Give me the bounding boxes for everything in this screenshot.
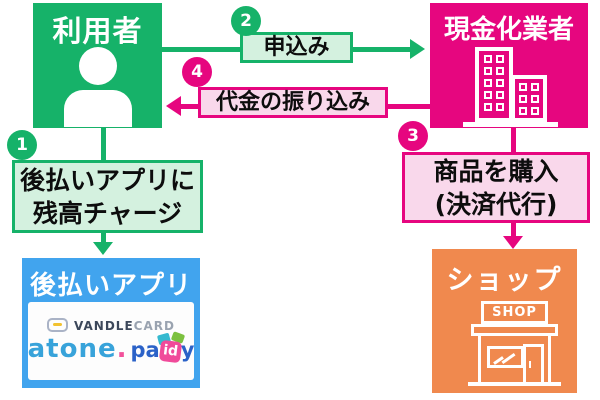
shop-window — [487, 346, 524, 368]
arrow-user-to-app-line — [101, 233, 106, 243]
arrow-user-to-cash-line — [353, 47, 411, 52]
paidy-logo: pa id y — [130, 331, 194, 364]
shop-node: ショップ SHOP — [432, 249, 577, 393]
step-label-line: 後払いアプリに — [19, 165, 195, 195]
person-head-shape — [78, 47, 117, 85]
atone-paidy-logos: atone. pa id y — [27, 331, 194, 364]
payment-logos-card: VANDLECARD atone. pa id y — [28, 302, 194, 380]
arrow-cash-to-shop-line — [511, 128, 516, 152]
vandle-card-dash — [53, 323, 63, 326]
step-4-badge: 4 — [182, 57, 212, 87]
step-3-label: 商品を購入 (決済代行) — [402, 152, 590, 223]
arrow-user-to-app-line — [101, 128, 106, 160]
arrow-cash-to-shop-line — [511, 223, 516, 237]
step-2-badge: 2 — [231, 6, 261, 36]
shop-base — [468, 382, 561, 386]
arrow-user-to-cash-line — [162, 47, 240, 52]
building-right — [511, 75, 547, 122]
building-base — [463, 122, 558, 127]
user-node-title: 利用者 — [52, 14, 143, 48]
step-label-line: 代金の振り込み — [215, 90, 370, 115]
arrow-cash-to-user-head — [166, 96, 181, 116]
vandle-card-wordmark: VANDLECARD — [74, 319, 175, 333]
arrow-user-to-app-head — [93, 242, 113, 255]
step-label-line: 残高チャージ — [32, 198, 183, 228]
window-glare — [501, 352, 516, 365]
paidy-tile-group: id — [156, 331, 185, 364]
atone-logo-dot: . — [116, 334, 127, 364]
door-handle — [529, 361, 531, 368]
cash-service-node: 現金化業者 — [430, 3, 588, 128]
shop-sign: SHOP — [481, 301, 548, 324]
shop-node-title: ショップ — [446, 265, 563, 296]
person-body-shape — [63, 90, 132, 127]
arrow-cash-to-user-line — [388, 104, 430, 109]
step-label-line: 申込み — [263, 35, 330, 60]
step-label-line: 商品を購入 — [433, 156, 559, 186]
step-2-label: 申込み — [240, 32, 353, 63]
step-3-badge: 3 — [398, 121, 428, 151]
user-node: 利用者 — [33, 3, 162, 128]
building-left — [475, 47, 513, 122]
postpay-app-node: 後払いアプリ VANDLECARD atone. pa id y — [22, 258, 200, 388]
vandle-card-logo: VANDLECARD — [28, 315, 194, 334]
atone-logo: atone — [27, 334, 117, 364]
shop-awning — [471, 324, 558, 336]
step-label-line: (決済代行) — [434, 189, 558, 219]
postpay-app-node-title: 後払いアプリ — [29, 271, 192, 301]
step-1-badge: 1 — [7, 130, 37, 160]
step-4-label: 代金の振り込み — [198, 87, 388, 118]
cash-service-node-title: 現金化業者 — [443, 15, 574, 45]
vandle-card-icon — [47, 317, 69, 332]
step-1-label: 後払いアプリに 残高チャージ — [12, 160, 203, 233]
paidy-id-tile: id — [158, 339, 182, 364]
shop-door — [523, 344, 544, 385]
arrow-cash-to-user-line — [181, 104, 198, 109]
arrow-cash-to-shop-head — [503, 236, 523, 249]
arrow-user-to-cash-head — [410, 39, 425, 59]
